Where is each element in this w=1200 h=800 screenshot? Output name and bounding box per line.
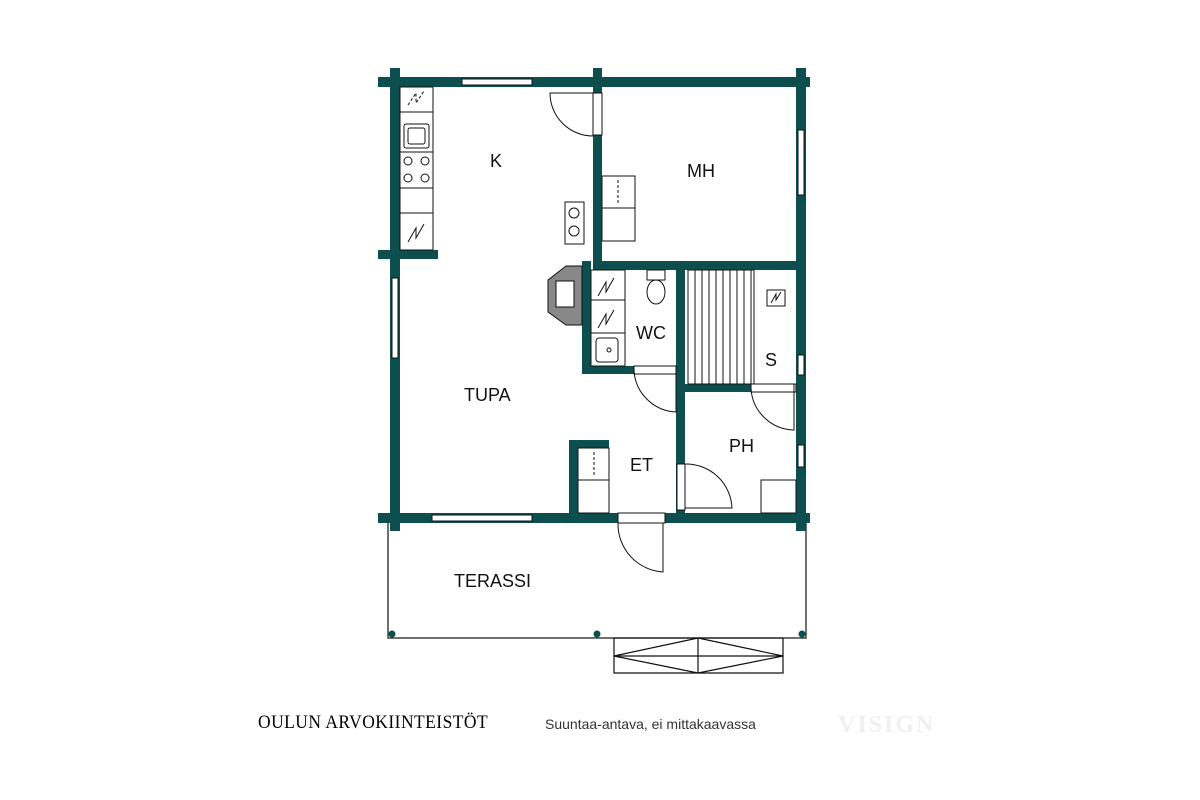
room-label-mh: MH — [687, 161, 715, 181]
window-mh — [797, 129, 805, 196]
terrace-steps — [613, 637, 784, 674]
window-bottom — [431, 514, 533, 522]
window-left — [391, 277, 399, 359]
kitchen-stove — [564, 201, 585, 245]
brand-name: OULUN ARVOKIINTEISTÖT — [258, 712, 489, 733]
room-label-et: ET — [630, 455, 653, 475]
room-label-k: K — [490, 151, 502, 171]
window-ph — [797, 444, 805, 468]
disclaimer-note: Suuntaa-antava, ei mittakaavassa — [545, 716, 756, 732]
ph-bench — [760, 479, 797, 514]
wc-fixtures — [590, 269, 666, 367]
room-label-wc: WC — [636, 323, 666, 343]
room-label-ph: PH — [729, 436, 754, 456]
terrace — [387, 521, 807, 639]
watermark-logo: VISIGN — [838, 712, 936, 738]
windows — [391, 78, 805, 522]
window-s — [797, 354, 805, 376]
sauna-benches — [687, 269, 786, 385]
room-label-s: S — [765, 350, 777, 370]
kitchen-counter — [399, 86, 434, 251]
mh-wardrobe — [601, 175, 636, 242]
fireplace — [547, 265, 583, 326]
room-label-terassi: TERASSI — [454, 571, 531, 591]
room-label-tupa: TUPA — [464, 385, 511, 405]
et-cabinet — [577, 447, 610, 514]
doors — [549, 92, 797, 573]
window-top — [461, 78, 533, 86]
